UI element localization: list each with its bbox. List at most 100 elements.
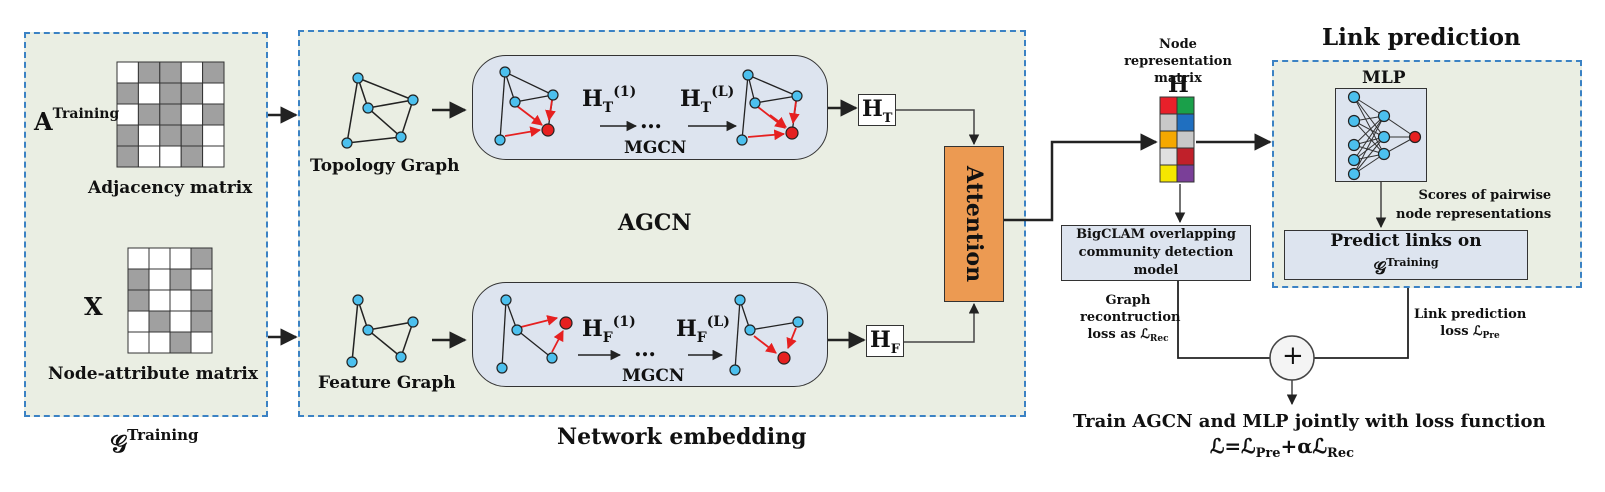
mlp-edge — [1353, 115, 1385, 161]
mlp-node — [1377, 147, 1391, 161]
feature-graph-label: Feature Graph — [318, 373, 456, 393]
loss-formula: ℒ=ℒPre+αℒRec — [1210, 434, 1355, 461]
scores-line2: node representations — [1396, 207, 1552, 222]
section-label-network-embedding: Network embedding — [557, 424, 807, 450]
adj-cell — [180, 103, 204, 126]
bigclam-box — [1061, 225, 1251, 281]
attr-cell — [127, 268, 150, 291]
bigclam-text: BigCLAM overlapping community detection … — [1061, 226, 1251, 280]
h-matrix-cell — [1176, 147, 1195, 166]
attr-cell — [127, 331, 150, 354]
adj-cell — [137, 124, 161, 147]
adj-cell — [137, 103, 161, 126]
mlp-node — [1408, 130, 1422, 144]
feature-graph-nodes — [346, 294, 419, 368]
link-prediction-title: Link prediction — [1322, 24, 1521, 51]
rec-line1: Graph — [1105, 293, 1151, 308]
mlp-edge — [1353, 96, 1385, 155]
htl-label: HT(L) — [680, 84, 735, 116]
mlp-node — [1377, 109, 1391, 123]
attr-cell — [169, 331, 192, 354]
topology-graph-label: Topology Graph — [310, 156, 460, 176]
mlp-edge — [1353, 136, 1385, 161]
mgcn-feature-left-graph — [496, 294, 573, 374]
adj-cell — [159, 124, 182, 147]
topology-graph-nodes — [341, 72, 419, 149]
attr-cell — [169, 289, 192, 312]
ht-box — [858, 94, 896, 126]
adj-sup: Training — [52, 106, 120, 122]
predict-line1: Predict links on — [1330, 231, 1482, 251]
mlp-node — [1347, 153, 1361, 167]
h-matrix-cell — [1176, 130, 1195, 149]
hf1-label: HF(1) — [582, 314, 636, 346]
mlp-node — [1347, 138, 1361, 152]
attr-cell — [127, 310, 150, 333]
attr-symbol: X — [84, 292, 103, 321]
h-matrix-cell — [1176, 113, 1195, 132]
h-matrix-cell — [1176, 96, 1195, 115]
attr-cell — [169, 247, 192, 270]
bigclam-line1: BigCLAM overlapping — [1076, 227, 1236, 242]
attr-cell — [148, 289, 171, 312]
attr-cell — [190, 289, 213, 312]
h-matrix-cell — [1159, 130, 1178, 149]
mgcn-topology-box — [472, 55, 828, 160]
adj-cell — [116, 124, 139, 147]
scores-line1: Scores of pairwise — [1418, 188, 1552, 203]
mlp-node — [1347, 167, 1361, 181]
attr-cell — [190, 331, 213, 354]
mlp-edge — [1353, 115, 1385, 175]
graph-training-label: 𝒢Training — [110, 426, 199, 458]
ht1-label: HT(1) — [582, 84, 637, 116]
adj-cell — [159, 145, 182, 168]
adj-cell — [116, 103, 139, 126]
attr-cell — [127, 247, 150, 270]
mgcn-topology-left-graph — [494, 66, 559, 146]
adj-cell — [116, 61, 139, 84]
attr-cell — [169, 310, 192, 333]
mgcn-topology-right-graph — [736, 69, 803, 146]
train-line: Train AGCN and MLP jointly with loss fun… — [1073, 411, 1546, 432]
adj-cell — [137, 61, 161, 84]
adj-cell — [202, 145, 225, 168]
adj-cell — [137, 145, 161, 168]
h-matrix-cell — [1159, 113, 1178, 132]
arrow-hf-to-attention — [904, 302, 980, 343]
adj-cell — [202, 82, 225, 105]
attr-cell — [169, 268, 192, 291]
adj-cell — [116, 82, 139, 105]
adj-cell — [180, 61, 204, 84]
attr-cell — [148, 247, 171, 270]
adj-symbol: ATraining — [34, 106, 120, 136]
ellipsis-bottom: … — [634, 336, 656, 362]
mlp-node — [1377, 130, 1391, 144]
ellipsis-top: … — [640, 108, 662, 134]
mgcn-feature-right-graph — [729, 294, 804, 376]
agcn-label: AGCN — [618, 210, 692, 236]
mlp-edge — [1353, 115, 1385, 146]
mgcn-label-top: MGCN — [624, 138, 687, 158]
line-rec-loss — [1177, 281, 1270, 359]
adj-cell — [137, 82, 161, 105]
h-matrix-cell — [1159, 147, 1178, 166]
adj-cell — [180, 82, 204, 105]
attr-cell — [190, 268, 213, 291]
adj-cell — [159, 61, 182, 84]
hf-label: HF — [870, 327, 901, 357]
h-symbol: H — [1168, 72, 1189, 98]
hf-box — [866, 325, 904, 357]
h-matrix-cell — [1159, 164, 1178, 183]
line-pre-loss — [1314, 288, 1409, 359]
adj-cell — [202, 124, 225, 147]
rec-line2: recontruction — [1080, 310, 1181, 325]
rec-loss-label: Graph recontruction loss as ℒRec — [1080, 293, 1181, 344]
attr-cell — [148, 310, 171, 333]
attr-cell — [148, 331, 171, 354]
mgcn-feature-box — [472, 282, 828, 387]
predict-sup: Training — [1386, 256, 1439, 269]
adj-cell — [159, 82, 182, 105]
mlp-node — [1347, 114, 1361, 128]
attr-cell — [148, 268, 171, 291]
